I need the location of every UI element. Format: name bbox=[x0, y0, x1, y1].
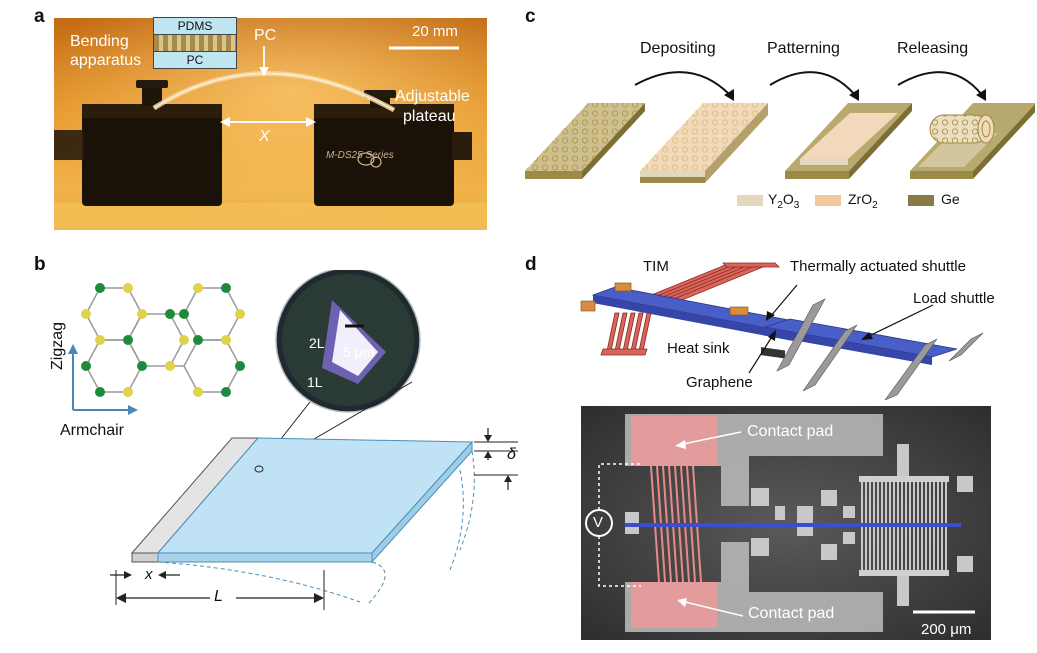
panel-letter-a: a bbox=[34, 6, 45, 27]
contact-pad-top-label: Contact pad bbox=[747, 423, 834, 440]
load-shuttle-beam bbox=[764, 318, 958, 358]
sem-shuttle-line bbox=[625, 523, 961, 527]
composite-layer bbox=[153, 35, 237, 51]
tim-label: TIM bbox=[643, 258, 669, 275]
panel-letter-b: b bbox=[34, 254, 46, 275]
bending-apparatus-photo bbox=[54, 18, 487, 230]
hex-lattice bbox=[85, 287, 241, 393]
load-shuttle-label: Load shuttle bbox=[913, 290, 995, 307]
inset-1l-label: 1L bbox=[307, 374, 323, 390]
adjustable-label-line1: Adjustable bbox=[395, 88, 470, 105]
rolled-tube bbox=[929, 114, 995, 144]
graphene-piece bbox=[761, 347, 785, 359]
armchair-label: Armchair bbox=[60, 422, 125, 439]
dim-delta-label: δ bbox=[507, 446, 516, 463]
contact-pad-bottom bbox=[631, 582, 717, 628]
bending-apparatus-label: Bending apparatus bbox=[70, 32, 141, 70]
dim-x-label: x bbox=[145, 566, 153, 583]
panel-letter-d: d bbox=[525, 254, 537, 275]
scale-bar-label-d: 200 μm bbox=[921, 621, 972, 638]
heat-sink bbox=[729, 306, 749, 316]
legend-swatch-ge bbox=[908, 195, 934, 206]
contact-pad-top bbox=[631, 416, 717, 466]
inset-scale-label: 5 μm bbox=[343, 344, 375, 360]
tim-beams bbox=[600, 262, 780, 356]
voltage-label: V bbox=[593, 514, 604, 531]
panel-d-mems-schematic bbox=[580, 262, 984, 400]
legend-swatch-y2o3 bbox=[737, 195, 763, 206]
pc-layer: PC bbox=[153, 51, 237, 69]
scale-bar-label-a: 20 mm bbox=[412, 23, 458, 40]
legend-label-y2o3: Y2O3 bbox=[768, 191, 800, 211]
distance-x-label: X bbox=[259, 128, 270, 145]
legend-label-ge: Ge bbox=[941, 191, 960, 207]
sem-image-graphic bbox=[581, 406, 991, 640]
legend-label-zro2: ZrO2 bbox=[848, 191, 878, 211]
bending-label-line2: apparatus bbox=[70, 52, 142, 69]
zigzag-label: Zigzag bbox=[49, 321, 66, 370]
legend-swatch-zro2 bbox=[815, 195, 841, 206]
panel-b-diagram bbox=[68, 270, 518, 610]
heat-sink-label: Heat sink bbox=[667, 340, 730, 357]
graphene-label: Graphene bbox=[686, 374, 753, 391]
step-depositing: Depositing bbox=[640, 40, 716, 57]
adjustable-plateau-label: Adjustable plateau bbox=[395, 87, 470, 127]
bending-label-line1: Bending bbox=[70, 33, 129, 50]
panel-a-photo bbox=[54, 18, 487, 230]
pdms-layer: PDMS bbox=[153, 17, 237, 35]
sem-image bbox=[581, 406, 991, 640]
adjustable-label-line2: plateau bbox=[403, 108, 456, 125]
pc-label: PC bbox=[254, 27, 277, 44]
panel-c-process bbox=[525, 71, 1035, 183]
contact-pad-bottom-label: Contact pad bbox=[748, 605, 835, 622]
anchor-beams bbox=[776, 298, 984, 400]
thermal-shuttle-label: Thermally actuated shuttle bbox=[790, 258, 966, 275]
step-patterning: Patterning bbox=[767, 40, 840, 57]
lattice-atoms bbox=[81, 283, 245, 397]
device-brand-label: M-DS25 Series bbox=[326, 150, 394, 161]
dim-l-label: L bbox=[214, 588, 223, 605]
panel-letter-c: c bbox=[525, 6, 536, 27]
step-releasing: Releasing bbox=[897, 40, 969, 57]
inset-2l-label: 2L bbox=[309, 335, 325, 351]
